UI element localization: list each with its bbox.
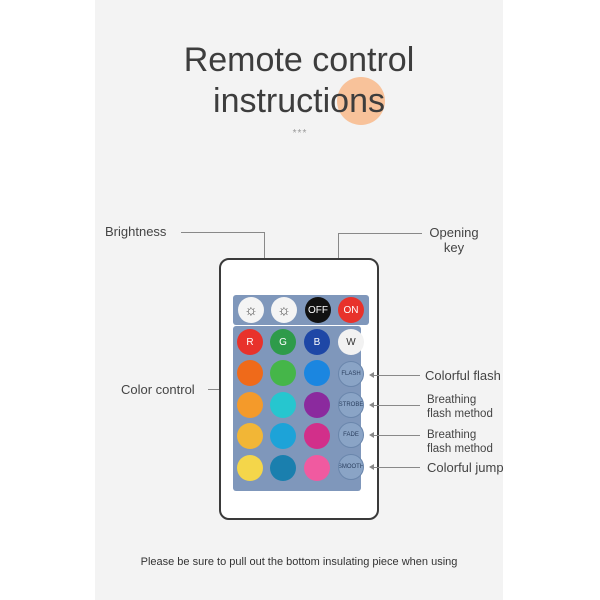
color-button[interactable] bbox=[304, 423, 330, 449]
footer-note: Please be sure to pull out the bottom in… bbox=[140, 556, 458, 568]
title-line-2: instructions bbox=[213, 82, 385, 120]
breathing-2-line2: flash method bbox=[427, 443, 493, 455]
color-button[interactable] bbox=[237, 455, 263, 481]
color-button[interactable] bbox=[304, 392, 330, 418]
color-button[interactable] bbox=[270, 360, 296, 386]
color-control-connector bbox=[208, 389, 228, 390]
color-button[interactable] bbox=[237, 360, 263, 386]
red-button[interactable]: R bbox=[237, 329, 263, 355]
color-button[interactable] bbox=[237, 423, 263, 449]
on-button[interactable]: ON bbox=[338, 297, 364, 323]
breathing-flash-label-2: Breathing flash method bbox=[427, 428, 493, 456]
opening-key-line2: key bbox=[443, 240, 465, 255]
decorative-orange-circle bbox=[337, 77, 385, 125]
smooth-arrow bbox=[369, 464, 374, 470]
colorful-jump-label: Colorful jump bbox=[427, 460, 504, 475]
color-button[interactable] bbox=[270, 392, 296, 418]
smooth-connector bbox=[374, 467, 420, 468]
strobe-arrow bbox=[369, 402, 374, 408]
off-button[interactable]: OFF bbox=[305, 297, 331, 323]
opening-key-line1: Opening bbox=[429, 225, 479, 240]
fade-arrow bbox=[369, 432, 374, 438]
opening-key-label: Opening key bbox=[428, 225, 480, 255]
breathing-1-line1: Breathing bbox=[427, 394, 477, 406]
smooth-button[interactable]: SMOOTH bbox=[338, 454, 364, 480]
green-button[interactable]: G bbox=[270, 329, 296, 355]
color-control-label: Color control bbox=[121, 382, 195, 397]
decor-stars: *** bbox=[292, 128, 308, 139]
title-line-1: Remote control bbox=[183, 41, 415, 79]
opening-key-connector-h bbox=[338, 233, 422, 234]
flash-arrow bbox=[369, 372, 374, 378]
breathing-1-line2: flash method bbox=[427, 408, 493, 420]
strobe-connector bbox=[374, 405, 420, 406]
page-title: Remote control instructions bbox=[95, 40, 503, 122]
brightness-up-button[interactable]: ☼ bbox=[271, 297, 297, 323]
color-button[interactable] bbox=[237, 392, 263, 418]
brightness-label: Brightness bbox=[105, 224, 167, 239]
strobe-button[interactable]: STROBE bbox=[338, 392, 364, 418]
blue-button[interactable]: B bbox=[304, 329, 330, 355]
breathing-flash-label-1: Breathing flash method bbox=[427, 393, 493, 421]
colorful-flash-label: Colorful flash bbox=[425, 368, 501, 383]
flash-connector bbox=[374, 375, 420, 376]
color-button[interactable] bbox=[270, 455, 296, 481]
fade-button[interactable]: FADE bbox=[338, 422, 364, 448]
color-button[interactable] bbox=[304, 360, 330, 386]
breathing-2-line1: Breathing bbox=[427, 429, 477, 441]
white-button[interactable]: W bbox=[338, 329, 364, 355]
color-button[interactable] bbox=[270, 423, 296, 449]
color-button[interactable] bbox=[304, 455, 330, 481]
flash-button[interactable]: FLASH bbox=[338, 361, 364, 387]
fade-connector bbox=[374, 435, 420, 436]
brightness-down-button[interactable]: ☼ bbox=[238, 297, 264, 323]
brightness-connector-h bbox=[181, 232, 264, 233]
